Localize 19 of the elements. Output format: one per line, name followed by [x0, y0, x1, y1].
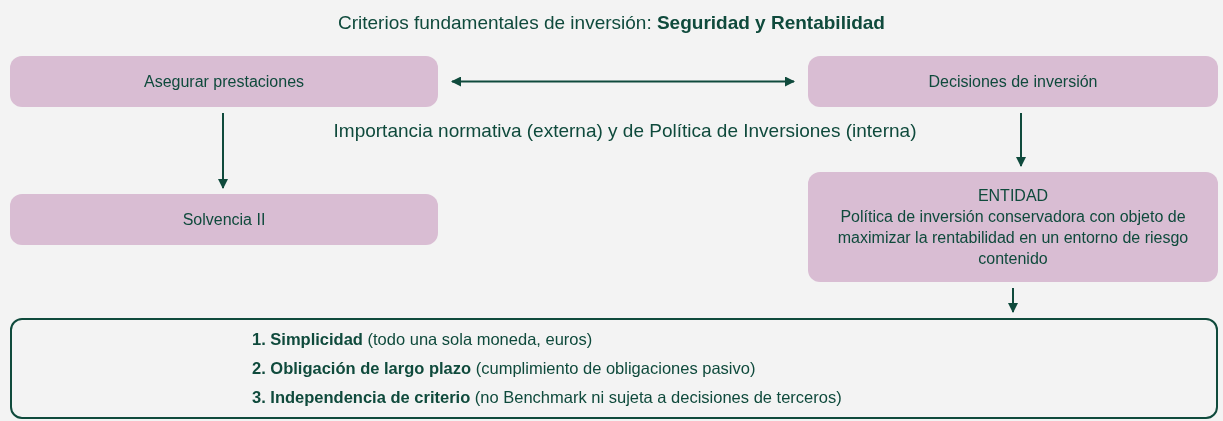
- arrow: [218, 112, 228, 189]
- arrow: [1016, 112, 1026, 167]
- criterion-text: 3. Independencia de criterio (no Benchmark ni sujeta a decisiones de terceros): [252, 387, 842, 408]
- arrow: [1008, 287, 1018, 313]
- box-text: Solvencia II: [182, 210, 266, 230]
- criteria-frame: [10, 318, 1218, 419]
- process-box: [10, 56, 438, 107]
- criterion-text: 2. Obligación de largo plazo (cumplimiento de obligaciones pasivo): [252, 358, 756, 379]
- arrow: [451, 76, 795, 87]
- note: Importancia normativa (externa) y de Política de Inversiones (interna): [332, 120, 918, 142]
- process-box: [808, 172, 1218, 282]
- title: Criterios fundamentales de inversión: Seguridad y Rentabilidad: [337, 12, 886, 34]
- process-box: [10, 194, 438, 245]
- criterion-text: 1. Simplicidad (todo una sola moneda, euros): [252, 329, 593, 350]
- box-heading: ENTIDAD: [977, 186, 1049, 206]
- box-text: Política de inversión conservadora con objeto de maximizar la rentabilidad en un entorno de riesgo contenido: [836, 207, 1190, 269]
- box-text: Asegurar prestaciones: [143, 72, 305, 92]
- process-box: [808, 56, 1218, 107]
- box-text: Decisiones de inversión: [928, 72, 1098, 92]
